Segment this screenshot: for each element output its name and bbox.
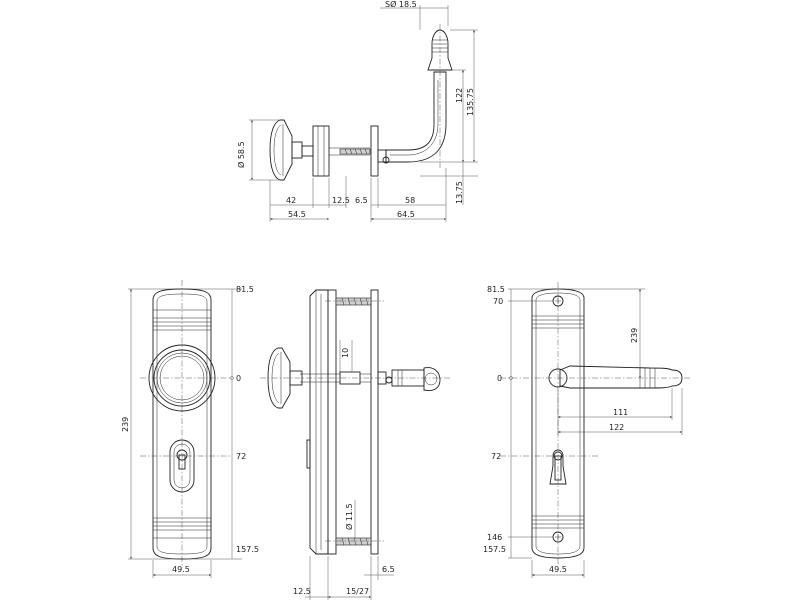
dim-section-6: 6.5	[382, 565, 395, 574]
section-dimensions: 10 Ø 11.5 12.5 15/27 6.5	[293, 340, 395, 600]
lever-side-profile	[385, 24, 453, 168]
dim-knob-dia: Ø 58.5	[236, 141, 246, 168]
dim-side-54: 54.5	[288, 210, 306, 219]
dim-lever-width: 49.5	[549, 565, 567, 574]
dim-side-6: 6.5	[355, 196, 368, 205]
dim-section-15: 15/27	[346, 587, 369, 596]
dim-lever-height: 239	[630, 328, 639, 343]
dim-lever-top: 81.5	[487, 285, 505, 294]
side-view: SØ 18.5 122 135.75 13.75 Ø 58.5 42	[236, 0, 478, 222]
dim-lever-screw-top: 70	[493, 297, 503, 306]
dim-side-58: 58	[405, 196, 415, 205]
dim-lever-111: 111	[613, 408, 628, 417]
spindle-side	[329, 147, 371, 156]
dim-side-42: 42	[286, 196, 296, 205]
dim-lever-screw-bottom: 146	[487, 533, 502, 542]
dim-knob-height: 239	[121, 417, 130, 432]
front-view-lever: 81.5 70 0 72 146 157.5 239 111 122 49.5	[483, 282, 692, 578]
dim-lever-zero: 0	[497, 374, 502, 383]
dim-lever-122: 122	[455, 88, 464, 103]
section-knob	[267, 347, 303, 409]
dim-side-12: 12.5	[332, 196, 350, 205]
dim-lever-bottom: 157.5	[483, 545, 506, 554]
section-top-screw	[325, 297, 384, 306]
front-lever-dimensions: 81.5 70 0 72 146 157.5 239 111 122 49.5	[483, 285, 683, 578]
side-view-dimensions: SØ 18.5 122 135.75 13.75 Ø 58.5 42	[236, 0, 478, 222]
dim-knob-bottom: 157.5	[236, 545, 259, 554]
dim-sphere-dia: SØ 18.5	[385, 0, 417, 9]
dim-lever-122: 122	[609, 423, 624, 432]
section-bottom-screw	[325, 537, 384, 546]
front-knob-dimensions: 239 81.5 0 72 157.5 49.5	[121, 285, 259, 578]
front-view-knob: 239 81.5 0 72 157.5 49.5	[121, 280, 259, 578]
dim-knob-top: 81.5	[236, 285, 254, 294]
dim-knob-mid: 72	[236, 452, 246, 461]
dim-section-12: 12.5	[293, 587, 311, 596]
dim-lever-135: 135.75	[466, 88, 475, 116]
knob-side-profile	[269, 119, 303, 181]
dim-side-64: 64.5	[397, 210, 415, 219]
lever-handle-front	[548, 365, 683, 389]
dim-knob-width: 49.5	[172, 565, 190, 574]
section-spindle	[260, 371, 450, 385]
dim-knob-zero: 0	[236, 374, 241, 383]
rose-plate-left	[301, 125, 330, 177]
dim-screw: Ø 11.5	[344, 503, 354, 530]
dim-lever-mid: 72	[491, 452, 501, 461]
section-view: 10 Ø 11.5 12.5 15/27 6.5	[260, 289, 450, 600]
dim-spindle: 10	[341, 348, 350, 358]
dim-lever-13: 13.75	[455, 181, 464, 204]
section-lever	[377, 367, 441, 391]
